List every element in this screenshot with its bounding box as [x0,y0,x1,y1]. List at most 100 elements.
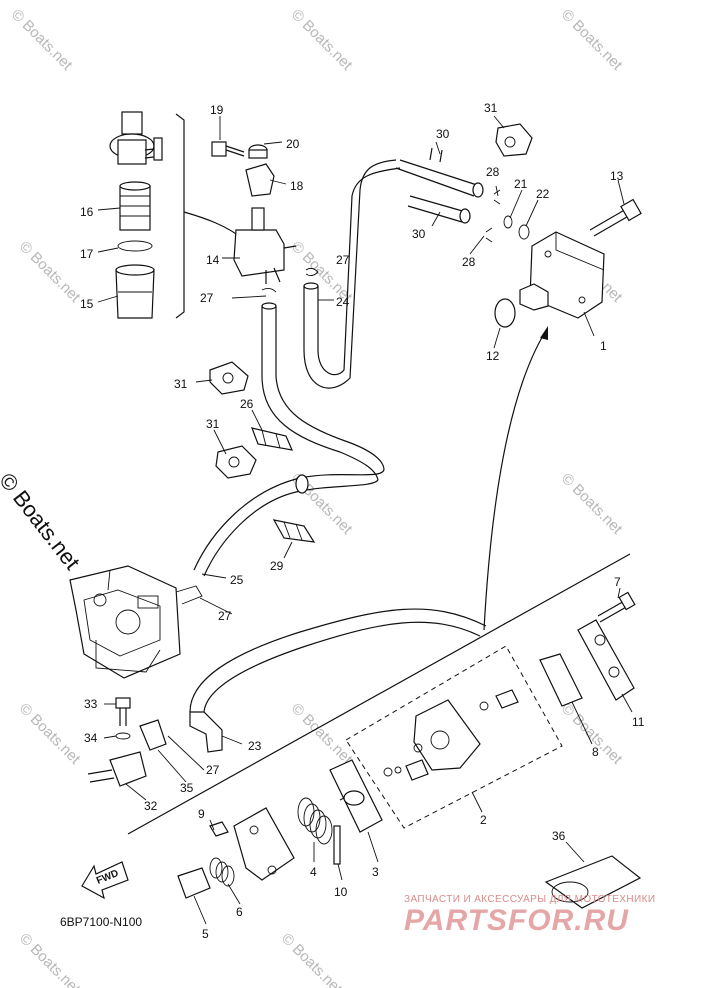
fuel-hose-long-a [193,469,385,571]
filter-bolt [211,141,245,157]
nut-9 [209,821,229,837]
brand-subtitle: ЗАПЧАСТИ И АКСЕССУАРЫ ДЛЯ МОТОТЕХНИКИ [404,894,656,905]
valve-washer [383,767,393,777]
callout-9: 9 [198,807,205,821]
diaphragm [539,653,583,707]
hose-route-1 [303,159,397,389]
callout-20: 20 [286,137,300,151]
assembly-arrow-line [483,333,545,631]
pump-screw [589,198,642,237]
cover-screw [597,591,636,623]
section-divider [127,553,631,835]
callout-30: 30 [412,227,426,241]
hose-clamp [305,267,319,277]
valve-fitting [495,689,519,709]
fuel-hose-short [303,282,319,350]
hose-route-2 [317,167,401,376]
bolt-33 [115,697,131,726]
o-ring-large [494,298,516,328]
callout-22: 22 [536,187,550,201]
callout-27: 27 [218,609,232,623]
callout-33: 33 [84,697,98,711]
callout-31: 31 [174,377,188,391]
spring-6 [209,857,235,887]
callout-26: 26 [240,397,254,411]
callout-14: 14 [206,253,220,267]
callout-36: 36 [552,829,566,843]
callout-32: 32 [144,799,158,813]
group-arrow-line [183,211,245,241]
callout-6: 6 [236,905,243,919]
group-bracket [175,113,185,319]
callout-18: 18 [290,179,304,193]
callout-7: 7 [614,575,621,589]
hose-clamp-26 [251,427,293,451]
filter-bracket [245,163,275,197]
pump-cover [577,619,635,701]
hose-elbow [189,711,223,753]
callout-28: 28 [462,255,476,269]
callout-8: 8 [592,745,599,759]
fwd-arrow-icon: FWD [81,861,129,900]
assembly-arrow-head [540,326,548,340]
pin-10 [333,825,341,865]
hose-route-4 [275,375,385,471]
callout-27: 27 [200,291,214,305]
callout-28: 28 [486,165,500,179]
kit-dashed-box [345,645,563,829]
callout-3: 3 [372,865,379,879]
washer-34 [115,732,131,740]
callout-19: 19 [210,103,224,117]
callout-29: 29 [270,559,284,573]
callout-24: 24 [336,295,350,309]
hose-clip [215,445,257,479]
callout-25: 25 [230,573,244,587]
callout-21: 21 [514,177,528,191]
fuel-filter-assembly [233,207,297,284]
hose-clamp [261,287,277,293]
hose-clamp-29 [272,519,316,543]
filter-cup [115,264,155,319]
fuel-hose-return-a [189,608,487,713]
hose-clamp [485,227,493,243]
o-ring [518,224,530,240]
hose-joint [295,474,309,494]
callout-10: 10 [334,885,348,899]
callout-2: 2 [480,813,487,827]
callout-13: 13 [610,169,624,183]
pump-mid-body [413,699,481,771]
fuel-hose-long-b [203,479,379,577]
diaphragm-plate [329,759,383,833]
callout-27: 27 [206,763,220,777]
fuel-hose-upper [261,302,277,376]
callout-1: 1 [600,339,607,353]
filter-element [119,181,151,231]
callout-27: 27 [336,253,350,267]
callout-34: 34 [84,731,98,745]
fuel-fitting [87,751,147,787]
fuel-hose-return-b [203,621,481,713]
callout-17: 17 [80,247,94,261]
callout-31: 31 [206,417,220,431]
callout-11: 11 [632,715,645,729]
callout-5: 5 [202,927,209,941]
check-valve [405,759,429,781]
o-ring [117,240,153,252]
brand-logo: PARTSFOR.RU [404,904,629,937]
carburetor [69,565,203,679]
callout-15: 15 [80,297,94,311]
callout-23: 23 [248,739,262,753]
drawing-code: 6BP7100-N100 [60,915,143,929]
callout-31: 31 [484,101,498,115]
fuel-pump-body [519,231,605,319]
valve-washer [394,766,402,774]
callout-16: 16 [80,205,94,219]
fuel-joint-assembly [109,111,163,165]
valve-washer [479,701,489,711]
fuel-hose-pair [395,147,484,224]
callout-35: 35 [180,781,194,795]
collar [248,144,268,159]
grommet-36 [544,855,642,909]
